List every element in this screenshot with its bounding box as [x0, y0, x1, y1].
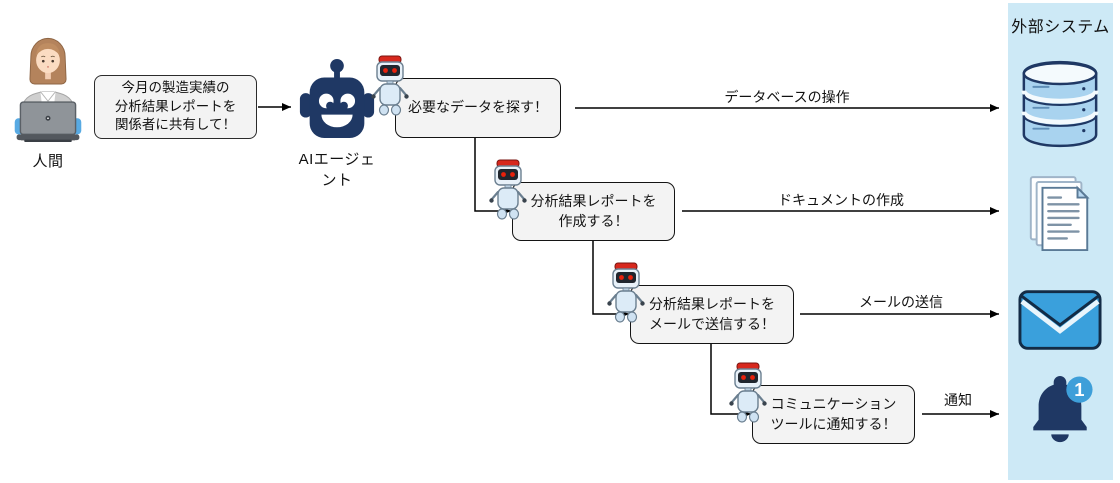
bubble-line: 今月の製造実績の [121, 79, 230, 95]
task-box-notify-tool: コミュニケーション ツールに通知する！ [752, 385, 915, 444]
arrow-label-notification: 通知 [944, 392, 972, 408]
person-icon [14, 37, 82, 142]
robot-icon [488, 159, 528, 221]
bubble-line: 分析結果レポートを [114, 98, 237, 114]
request-bubble: 今月の製造実績の 分析結果レポートを 関係者に共有して！ [94, 75, 257, 139]
arrow-label-database-operation: データベースの操作 [724, 89, 850, 105]
robot-icon [370, 55, 410, 117]
human-label: 人間 [32, 153, 64, 170]
external-systems-panel: 外部システム [1008, 3, 1113, 480]
notification-badge-count: 1 [1074, 379, 1084, 400]
documents-icon [1024, 174, 1096, 265]
task-line: 分析結果レポートを [649, 295, 775, 312]
connector-task3-task4 [710, 344, 751, 418]
task-line: 分析結果レポートを [530, 192, 657, 209]
human-figure: 人間 [6, 26, 90, 171]
bell-icon: 1 [1026, 374, 1094, 453]
task-line: メールで送信する！ [649, 315, 775, 332]
bubble-line: 関係者に共有して！ [114, 117, 237, 133]
robot-icon [606, 262, 646, 324]
notification-badge-circle [1066, 376, 1093, 403]
task-box-send-email: 分析結果レポートを メールで送信する！ [630, 285, 794, 344]
arrow-label-document-creation: ドキュメントの作成 [778, 192, 904, 208]
task-line: コミュニケーション [770, 395, 897, 412]
task-box-create-report: 分析結果レポートを 作成する！ [512, 182, 675, 241]
task-box-find-data: 必要なデータを探す！ [395, 78, 561, 138]
task-line: ツールに通知する！ [770, 415, 897, 432]
external-systems-title: 外部システム [1011, 19, 1110, 36]
robot-icon [728, 362, 768, 424]
agent-label: AIエージェント [298, 151, 376, 189]
task-line: 必要なデータを探す！ [408, 99, 548, 116]
arrow-label-send-mail: メールの送信 [859, 294, 943, 310]
ai-agent-figure: AIエージェント [296, 58, 378, 190]
ai-agent-icon [299, 58, 375, 139]
database-icon [1021, 57, 1099, 156]
email-icon [1018, 289, 1102, 356]
task-line: 作成する！ [558, 212, 629, 229]
